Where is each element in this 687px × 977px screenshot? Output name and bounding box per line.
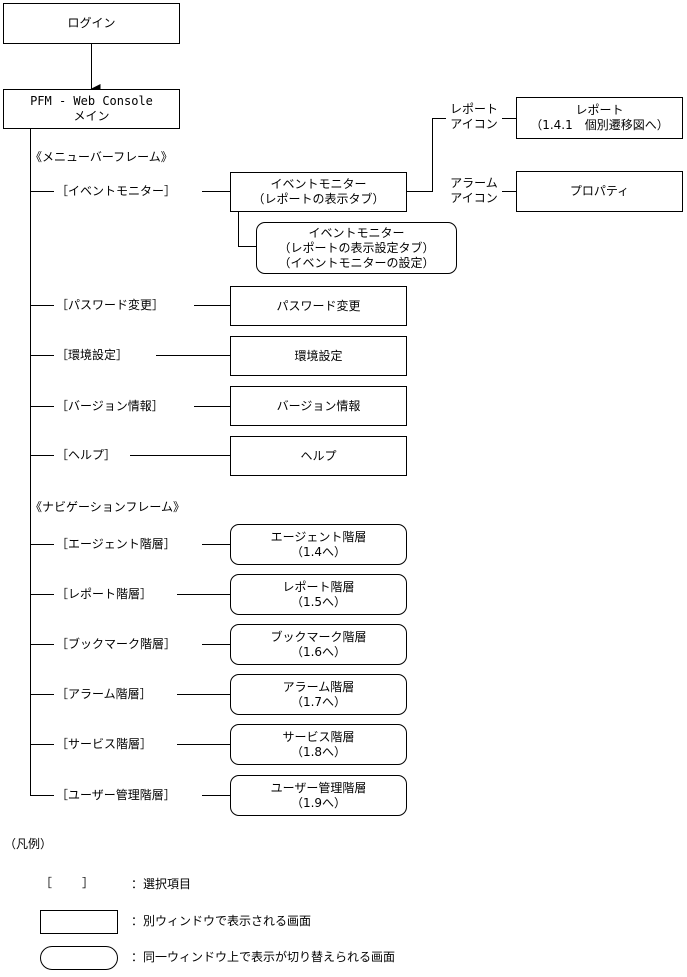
menu-item-event-monitor: ［イベントモニター］	[56, 184, 177, 199]
nav-item-agent: ［エージェント階層］	[56, 537, 176, 552]
property-box-label: プロパティ	[569, 184, 630, 198]
legend-round-desc: ：同一ウィンドウ上で表示が切り替えられる画面	[131, 950, 396, 964]
agent-hierarchy-box: エージェント階層 （1.4へ）	[230, 524, 407, 565]
version-info-box-label: バージョン情報	[276, 398, 361, 413]
agent-hierarchy-line1: エージェント階層	[270, 529, 367, 544]
help-box: ヘルプ	[230, 436, 407, 476]
user-management-hierarchy-line1: ユーザー管理階層	[270, 780, 367, 795]
nav-item-alarm: ［アラーム階層］	[56, 687, 152, 702]
menu-item-environment-settings: ［環境設定］	[56, 348, 129, 363]
service-hierarchy-box: サービス階層 （1.8へ）	[230, 724, 407, 765]
report-icon-label: レポート アイコン	[446, 102, 502, 132]
user-management-hierarchy-line2: （1.9へ）	[290, 795, 347, 810]
version-info-box: バージョン情報	[230, 386, 407, 426]
report-hierarchy-box: レポート階層 （1.5へ）	[230, 574, 407, 615]
menu-frame-heading: 《メニューバーフレーム》	[30, 150, 173, 164]
help-box-label: ヘルプ	[300, 448, 337, 463]
nav-item-user-management: ［ユーザー管理階層］	[56, 788, 176, 803]
event-monitor-box-line2: （レポートの表示タブ）	[252, 192, 385, 206]
menu-item-version-info: ［バージョン情報］	[56, 399, 164, 414]
report-icon-label-line2: アイコン	[450, 117, 498, 131]
alarm-hierarchy-line2: （1.7へ）	[290, 694, 347, 709]
nav-item-service: ［サービス階層］	[56, 737, 153, 752]
alarm-icon-label: アラーム アイコン	[446, 176, 502, 206]
event-monitor-box-line1: イベントモニター	[270, 177, 367, 191]
bookmark-hierarchy-line2: （1.6へ）	[290, 644, 347, 659]
user-management-hierarchy-box: ユーザー管理階層 （1.9へ）	[230, 775, 407, 816]
report-hierarchy-line2: （1.5へ）	[290, 594, 347, 609]
environment-settings-box: 環境設定	[230, 336, 407, 376]
alarm-icon-label-line2: アイコン	[450, 191, 498, 205]
legend-title: （凡例）	[4, 837, 53, 851]
report-icon-label-line1: レポート	[449, 102, 498, 116]
report-box-line2: （1.4.1 個別遷移図へ）	[530, 118, 669, 132]
menu-item-password-change: ［パスワード変更］	[56, 298, 165, 313]
event-monitor-box: イベントモニター （レポートの表示タブ）	[230, 172, 407, 212]
event-settings-line1: イベントモニター	[308, 225, 405, 240]
main-box: PFM - Web Console メイン	[3, 89, 180, 129]
login-box: ログイン	[3, 3, 180, 44]
bookmark-hierarchy-line1: ブックマーク階層	[270, 629, 367, 644]
legend-bracket-open: ［	[40, 876, 53, 890]
login-label: ログイン	[67, 16, 116, 30]
alarm-icon-label-line1: アラーム	[450, 176, 498, 190]
bookmark-hierarchy-box: ブックマーク階層 （1.6へ）	[230, 624, 407, 665]
legend-rect-desc: ：別ウィンドウで表示される画面	[131, 914, 312, 928]
agent-hierarchy-line2: （1.4へ）	[290, 544, 347, 559]
report-box: レポート （1.4.1 個別遷移図へ）	[516, 97, 683, 139]
main-line2: メイン	[73, 109, 110, 123]
event-settings-line3: （イベントモニターの設定）	[278, 255, 435, 270]
report-hierarchy-line1: レポート階層	[282, 579, 355, 594]
nav-item-report: ［レポート階層］	[56, 587, 153, 602]
legend-round-sample	[40, 946, 118, 970]
legend-rect-sample	[40, 910, 118, 934]
environment-settings-box-label: 環境設定	[294, 348, 343, 363]
nav-frame-heading: 《ナビゲーションフレーム》	[30, 500, 186, 514]
event-monitor-settings-box: イベントモニター （レポートの表示設定タブ） （イベントモニターの設定）	[256, 222, 457, 274]
service-hierarchy-line1: サービス階層	[282, 729, 355, 744]
service-hierarchy-line2: （1.8へ）	[290, 744, 347, 759]
property-box: プロパティ	[516, 171, 683, 212]
password-change-box: パスワード変更	[230, 286, 407, 326]
report-box-line1: レポート	[575, 103, 624, 117]
legend-bracket-close: ］	[82, 876, 95, 890]
alarm-hierarchy-line1: アラーム階層	[282, 679, 355, 694]
legend-bracket-desc: ：選択項目	[131, 877, 192, 891]
nav-item-bookmark: ［ブックマーク階層］	[56, 637, 177, 652]
menu-item-help: ［ヘルプ］	[56, 448, 117, 463]
event-settings-line2: （レポートの表示設定タブ）	[278, 240, 435, 255]
password-change-box-label: パスワード変更	[276, 298, 361, 313]
alarm-hierarchy-box: アラーム階層 （1.7へ）	[230, 674, 407, 715]
main-line1: PFM - Web Console	[30, 94, 153, 108]
